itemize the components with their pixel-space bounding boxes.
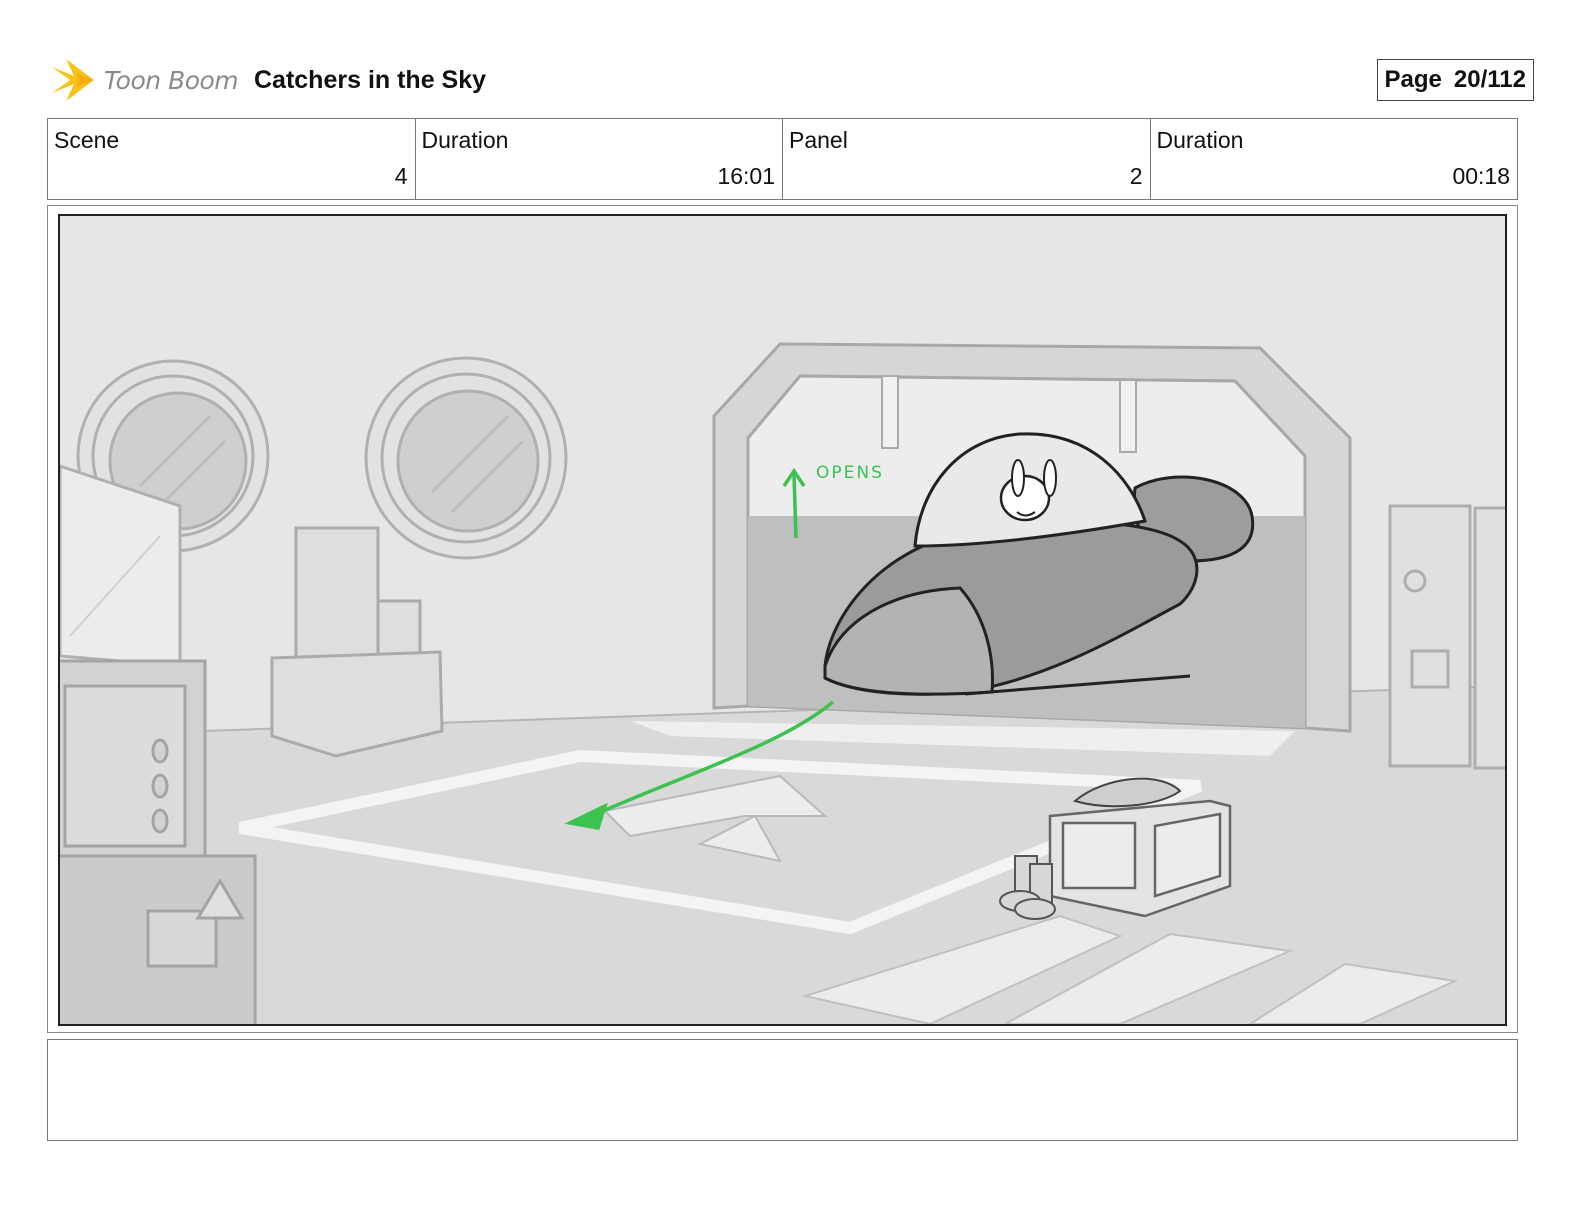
boots [999, 855, 1056, 920]
spaceship [823, 432, 1255, 696]
panel-cell: Panel 2 [783, 119, 1151, 199]
project-title: Catchers in the Sky [254, 66, 487, 94]
opens-arrow [782, 467, 806, 539]
storyboard-panel-frame: OPENS [47, 205, 1518, 1033]
panel-value: 2 [1129, 163, 1143, 189]
storyboard-header: Toon Boom Catchers in the Sky Page 20/11… [50, 52, 1534, 108]
scene-label: Scene [54, 127, 120, 153]
scene-duration-cell: Duration 16:01 [416, 119, 783, 199]
stacked-boxes [270, 526, 444, 758]
pad-arrows [602, 774, 828, 863]
scene-info-table: Scene 4 Duration 16:01 Panel 2 Duration … [47, 118, 1518, 200]
landing-pad [238, 749, 1203, 935]
logo-text: Toon Boom [104, 65, 239, 95]
scene-duration-value: 16:01 [717, 163, 775, 189]
page-number: 20/112 [1453, 66, 1526, 93]
opens-label: OPENS [816, 463, 884, 483]
panel-label: Panel [789, 127, 848, 153]
floor-stripes [801, 914, 1459, 1024]
folded-cloth [1072, 777, 1182, 808]
porthole-right [364, 356, 568, 560]
panel-duration-value: 00:18 [1452, 163, 1510, 189]
panel-notes-box [47, 1039, 1518, 1141]
starburst-icon [52, 59, 94, 101]
scene-cell: Scene 4 [48, 119, 416, 199]
wall-lockers [1388, 504, 1505, 770]
motion-arrow-annotation [564, 700, 835, 830]
page-label: Page [1384, 66, 1442, 93]
toon-boom-logo: Toon Boom [50, 52, 240, 108]
scene-value: 4 [394, 163, 408, 189]
hangar-sketch: OPENS [60, 342, 1505, 1024]
panel-duration-label: Duration [1156, 127, 1244, 153]
storyboard-panel-image: OPENS [58, 214, 1507, 1026]
control-console [60, 659, 257, 1024]
scene-duration-label: Duration [421, 127, 509, 153]
page-indicator: Page 20/112 [1376, 59, 1534, 101]
panel-duration-cell: Duration 00:18 [1151, 119, 1518, 199]
